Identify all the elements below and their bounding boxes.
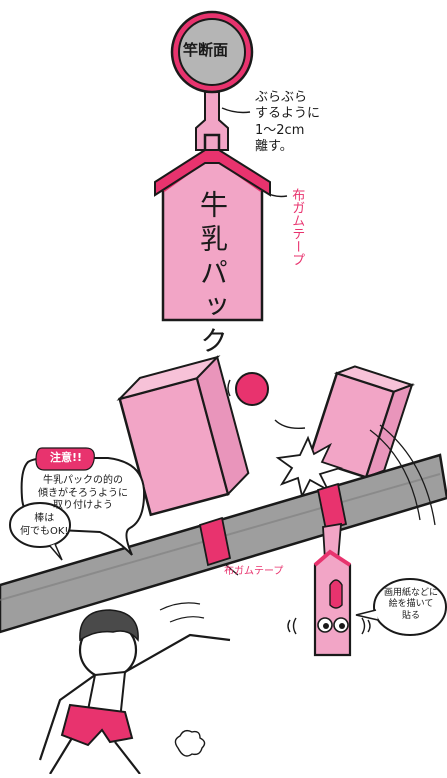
- caution-text: 牛乳パックの的の 傾きがそろうように 取り付けよう: [38, 475, 128, 511]
- scene: [0, 355, 447, 775]
- ball: [235, 372, 269, 406]
- caution-badge-shape: [35, 447, 95, 471]
- caution-bubble: [20, 447, 146, 556]
- pole-note-bubble: [9, 502, 71, 561]
- carton-label: 牛乳パック: [196, 190, 229, 360]
- drawing-note-bubble: [355, 578, 447, 636]
- pole-note: 棒は 何でもOK!: [20, 513, 69, 537]
- cross-section-label: 竿断面: [183, 41, 229, 59]
- drawing-note: 画用紙などに 絵を描いて 貼る: [384, 588, 439, 621]
- top-diagram: [154, 10, 288, 322]
- hang-note: ぶらぶら するように 1〜2cm 離す。: [255, 90, 321, 154]
- scene-tape-label: 布ガムテープ: [224, 566, 284, 577]
- caution-badge: 注意!!: [50, 451, 83, 464]
- boy-figure: [38, 602, 231, 775]
- pole-cross-section: [178, 18, 246, 86]
- top-tape-label: 布ガムテープ: [289, 188, 305, 266]
